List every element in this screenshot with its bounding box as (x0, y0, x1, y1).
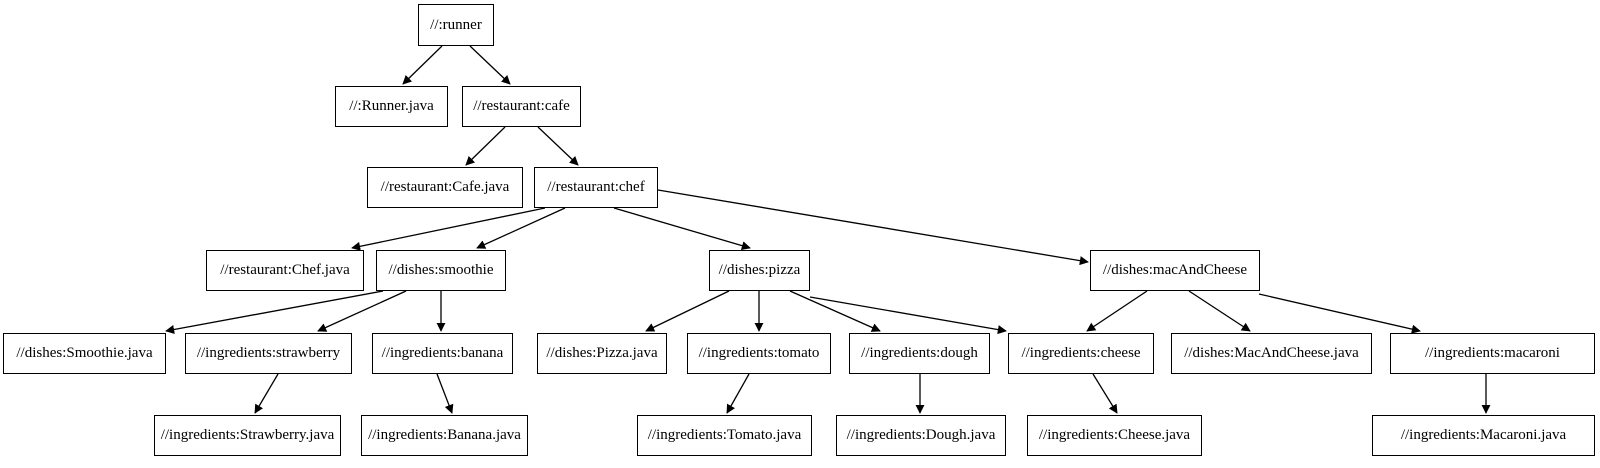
graph-node-pizza_java[interactable]: //dishes:Pizza.java (537, 333, 667, 374)
graph-edge-cheese-to-cheese_java (1092, 373, 1118, 414)
graph-node-label: //ingredients:Tomato.java (647, 427, 802, 443)
graph-node-label: //ingredients:banana (381, 345, 504, 361)
graph-node-label: //dishes:Smoothie.java (16, 345, 153, 361)
graph-node-runner_java[interactable]: //:Runner.java (335, 86, 448, 127)
graph-node-tomato[interactable]: //ingredients:tomato (687, 333, 831, 374)
graph-node-label: //ingredients:Strawberry.java (160, 427, 335, 443)
graph-node-dough[interactable]: //ingredients:dough (849, 333, 990, 374)
graph-node-label: //ingredients:dough (861, 345, 978, 361)
graph-node-banana_java[interactable]: //ingredients:Banana.java (361, 415, 528, 456)
graph-node-macandcheese_java[interactable]: //dishes:MacAndCheese.java (1171, 333, 1372, 374)
graph-node-label: //restaurant:Chef.java (220, 262, 350, 278)
graph-node-chef[interactable]: //restaurant:chef (534, 167, 658, 208)
graph-node-label: //restaurant:Cafe.java (380, 179, 510, 195)
graph-edge-runner-to-runner_java (402, 45, 443, 85)
graph-edge-chef-to-pizza (613, 207, 751, 251)
graph-node-label: //dishes:Pizza.java (546, 345, 658, 361)
graph-edge-smoothie-to-strawberry (317, 290, 407, 332)
graph-edge-banana-to-banana_java (436, 373, 454, 414)
graph-node-label: //:Runner.java (349, 98, 434, 114)
graph-node-label: //dishes:macAndCheese (1102, 262, 1248, 278)
graph-node-label: //restaurant:cafe (473, 98, 570, 114)
graph-edge-macandcheese-to-macandcheese_java (1188, 290, 1251, 332)
graph-edge-chef-to-smoothie (476, 207, 566, 249)
graph-node-macaroni[interactable]: //ingredients:macaroni (1390, 333, 1595, 374)
graph-node-tomato_java[interactable]: //ingredients:Tomato.java (637, 415, 812, 456)
graph-node-label: //ingredients:cheese (1021, 345, 1141, 361)
graph-node-cheese[interactable]: //ingredients:cheese (1008, 333, 1154, 374)
graph-edge-pizza-to-cheese (809, 296, 1007, 335)
graph-node-banana[interactable]: //ingredients:banana (372, 333, 513, 374)
graph-node-macaroni_java[interactable]: //ingredients:Macaroni.java (1372, 415, 1595, 456)
graph-edge-pizza-to-dough (789, 290, 881, 332)
graph-node-chef_java[interactable]: //restaurant:Chef.java (206, 250, 364, 291)
graph-edge-cafe-to-chef (537, 126, 579, 166)
graph-node-cheese_java[interactable]: //ingredients:Cheese.java (1027, 415, 1202, 456)
graph-node-cafe[interactable]: //restaurant:cafe (462, 86, 581, 127)
graph-edge-macandcheese-to-cheese (1086, 290, 1148, 332)
graph-node-label: //ingredients:Banana.java (368, 427, 521, 443)
graph-edge-tomato-to-tomato_java (726, 373, 750, 414)
graph-node-label: //dishes:smoothie (388, 262, 494, 278)
graph-edge-cafe-to-cafe_java (465, 126, 506, 166)
graph-edge-smoothie-to-smoothie_java (165, 290, 384, 334)
graph-node-label: //ingredients:tomato (698, 345, 820, 361)
graph-node-label: //restaurant:chef (547, 179, 645, 195)
graph-node-label: //ingredients:macaroni (1425, 345, 1560, 361)
graph-node-smoothie[interactable]: //dishes:smoothie (376, 250, 506, 291)
graph-edge-chef-to-chef_java (351, 207, 546, 251)
graph-node-dough_java[interactable]: //ingredients:Dough.java (836, 415, 1006, 456)
graph-node-smoothie_java[interactable]: //dishes:Smoothie.java (3, 333, 166, 374)
graph-node-label: //ingredients:Cheese.java (1038, 427, 1191, 443)
graph-node-label: //ingredients:Macaroni.java (1400, 427, 1567, 443)
graph-node-cafe_java[interactable]: //restaurant:Cafe.java (367, 167, 523, 208)
graph-node-strawberry_java[interactable]: //ingredients:Strawberry.java (154, 415, 341, 456)
graph-edge-macandcheese-to-macaroni (1258, 293, 1421, 334)
graph-edge-strawberry-to-strawberry_java (254, 373, 279, 414)
graph-node-strawberry[interactable]: //ingredients:strawberry (185, 333, 352, 374)
graph-node-label: //ingredients:Dough.java (846, 427, 996, 443)
graph-node-label: //ingredients:strawberry (196, 345, 341, 361)
graph-node-label: //:runner (430, 16, 482, 33)
graph-node-macandcheese[interactable]: //dishes:macAndCheese (1090, 250, 1260, 291)
graph-node-pizza[interactable]: //dishes:pizza (709, 250, 810, 291)
graph-edge-pizza-to-pizza_java (645, 290, 730, 332)
graph-edge-runner-to-cafe (469, 45, 511, 85)
graph-node-label: //dishes:MacAndCheese.java (1184, 345, 1359, 361)
graph-node-label: //dishes:pizza (718, 262, 801, 278)
graph-node-runner[interactable]: //:runner (418, 4, 494, 46)
